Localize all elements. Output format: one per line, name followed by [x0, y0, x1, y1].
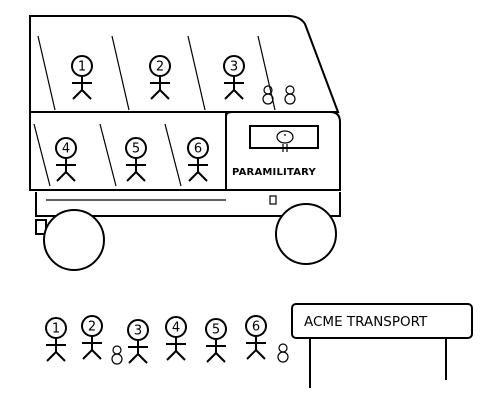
handcuffs-icon: [262, 85, 274, 105]
figure-leg-left: [82, 349, 93, 360]
figure-leg-left: [126, 171, 137, 182]
figure-leg-right: [233, 89, 244, 100]
figure-leg-left: [56, 171, 67, 182]
stick-figure-upper-3: 3: [223, 55, 245, 100]
figure-number: 6: [194, 142, 202, 157]
handcuffs-icon: [277, 343, 289, 363]
figure-leg-left: [150, 89, 161, 100]
figure-number: 3: [230, 60, 238, 75]
figure-leg-left: [246, 349, 257, 360]
figure-number: 3: [134, 324, 142, 339]
figure-leg-right: [55, 351, 66, 362]
vehicle-cab: [225, 111, 341, 191]
figure-leg-right: [135, 171, 146, 182]
company-sign: ACME TRANSPORT: [291, 303, 473, 388]
stick-figure-upper-1: 1: [71, 55, 93, 100]
rear-wheel: [43, 209, 105, 271]
figure-leg-right: [197, 171, 208, 182]
stick-figure-ground-6: 6: [245, 315, 267, 360]
figure-leg-right: [91, 349, 102, 360]
figure-leg-right: [175, 350, 186, 361]
upper-window-lines: [37, 35, 276, 111]
figure-number: 5: [132, 142, 140, 157]
front-wheel: [275, 203, 337, 265]
handcuffs-icon: [284, 85, 296, 105]
fender-step: [269, 195, 277, 205]
figure-leg-left: [128, 353, 139, 364]
handcuffs-icon: [111, 345, 123, 365]
vehicle: PARAMILITARY 1 2 3 4 5 6: [29, 15, 341, 271]
figure-leg-right: [137, 353, 148, 364]
figure-leg-left: [46, 351, 57, 362]
stick-figure-ground-1: 1: [45, 317, 67, 362]
stick-figure-ground-4: 4: [165, 316, 187, 361]
sign-board: [291, 303, 473, 339]
figure-leg-right: [215, 352, 226, 363]
figure-leg-right: [81, 89, 92, 100]
figure-leg-left: [72, 89, 83, 100]
vehicle-roof-outline: [29, 15, 340, 113]
stick-figure-lower-1: 4: [55, 137, 77, 182]
figure-leg-left: [206, 352, 217, 363]
stick-figure-ground-3: 3: [127, 319, 149, 364]
stick-figure-upper-2: 2: [149, 55, 171, 100]
figure-leg-right: [159, 89, 170, 100]
figure-leg-left: [224, 89, 235, 100]
stick-figure-lower-2: 5: [125, 137, 147, 182]
cab-window: [249, 125, 319, 149]
figure-number: 4: [172, 321, 180, 336]
figure-number: 2: [156, 60, 164, 75]
stick-figure-ground-5: 5: [205, 318, 227, 363]
ground-people: 1 2 3 4 5 6: [45, 315, 289, 365]
figure-number: 1: [52, 322, 60, 337]
figure-leg-right: [255, 349, 266, 360]
stick-figure-lower-3: 6: [187, 137, 209, 182]
figure-leg-left: [188, 171, 199, 182]
figure-number: 6: [252, 320, 260, 335]
vehicle-side-label: PARAMILITARY: [232, 167, 316, 178]
figure-leg-left: [166, 350, 177, 361]
stick-figure-ground-2: 2: [81, 315, 103, 360]
figure-number: 5: [212, 323, 220, 338]
driver-head-icon: [276, 130, 294, 144]
sign-text: ACME TRANSPORT: [304, 314, 428, 330]
figure-number: 1: [78, 60, 86, 75]
figure-number: 2: [88, 320, 96, 335]
figure-leg-right: [65, 171, 76, 182]
figure-number: 4: [62, 142, 70, 157]
vehicle-passengers: 1 2 3 4 5 6: [55, 55, 296, 182]
lower-window-lines: [33, 123, 182, 187]
